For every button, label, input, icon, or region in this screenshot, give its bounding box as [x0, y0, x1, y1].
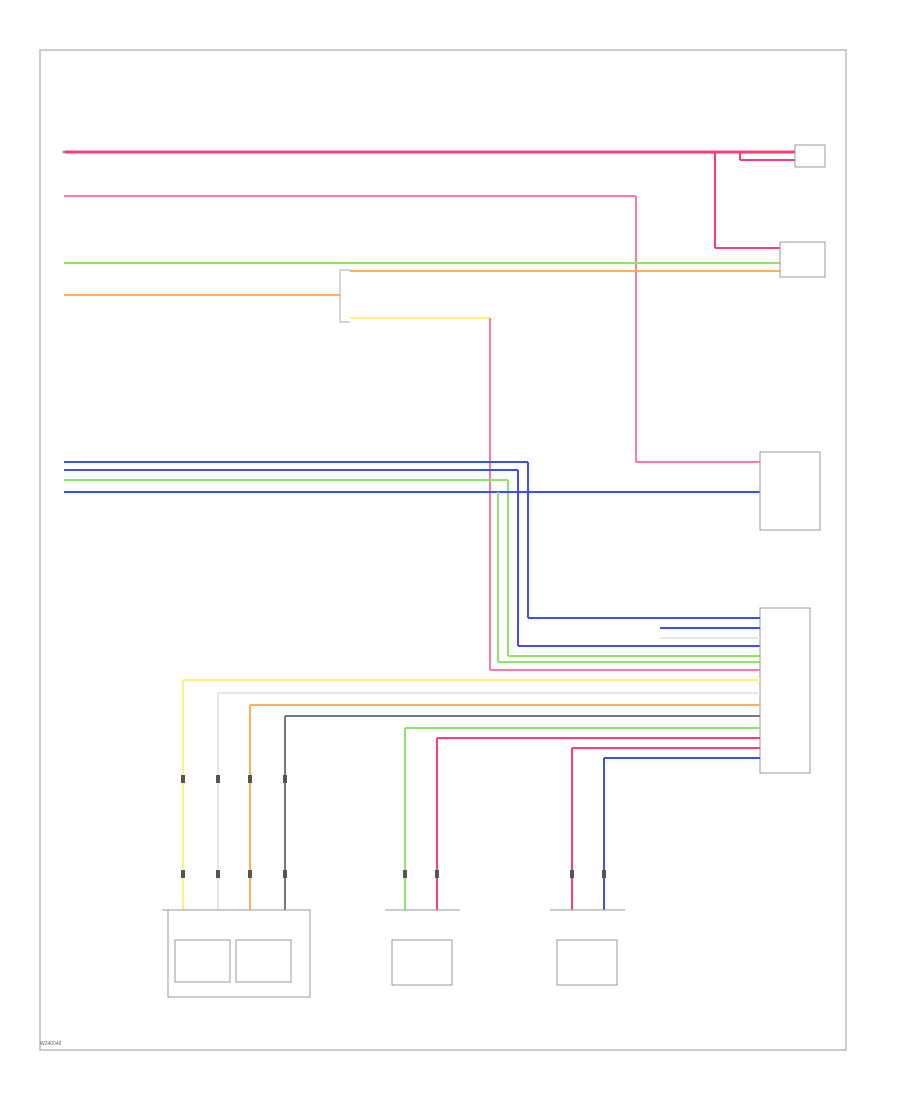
wire-blue-low [603, 757, 760, 910]
diagram-frame [39, 49, 847, 1051]
wire-red-low-1 [436, 737, 760, 910]
diagram-id: W240046 [40, 1041, 62, 1047]
component-fuse-box [794, 144, 826, 168]
component-control-module [759, 607, 811, 774]
wire-green-2 [64, 479, 760, 657]
sensor-group-3 [550, 909, 625, 986]
component-range-sensor [779, 241, 826, 278]
wire-yellow-short [350, 317, 760, 671]
sensor-group-1 [162, 909, 311, 998]
wire-red-low-2 [571, 747, 760, 910]
wire-end-marker [62, 150, 66, 154]
wire-markers [181, 775, 606, 878]
wire-blue-2 [64, 469, 760, 647]
wire-blue-3 [64, 491, 760, 663]
sensor-group-2 [385, 909, 460, 986]
wire-red-top [64, 150, 795, 249]
wire-orange-top [64, 270, 780, 296]
wire-green-low [404, 727, 760, 910]
wire-pink [64, 195, 760, 463]
joint-connector [339, 269, 350, 323]
component-switch [759, 451, 821, 531]
